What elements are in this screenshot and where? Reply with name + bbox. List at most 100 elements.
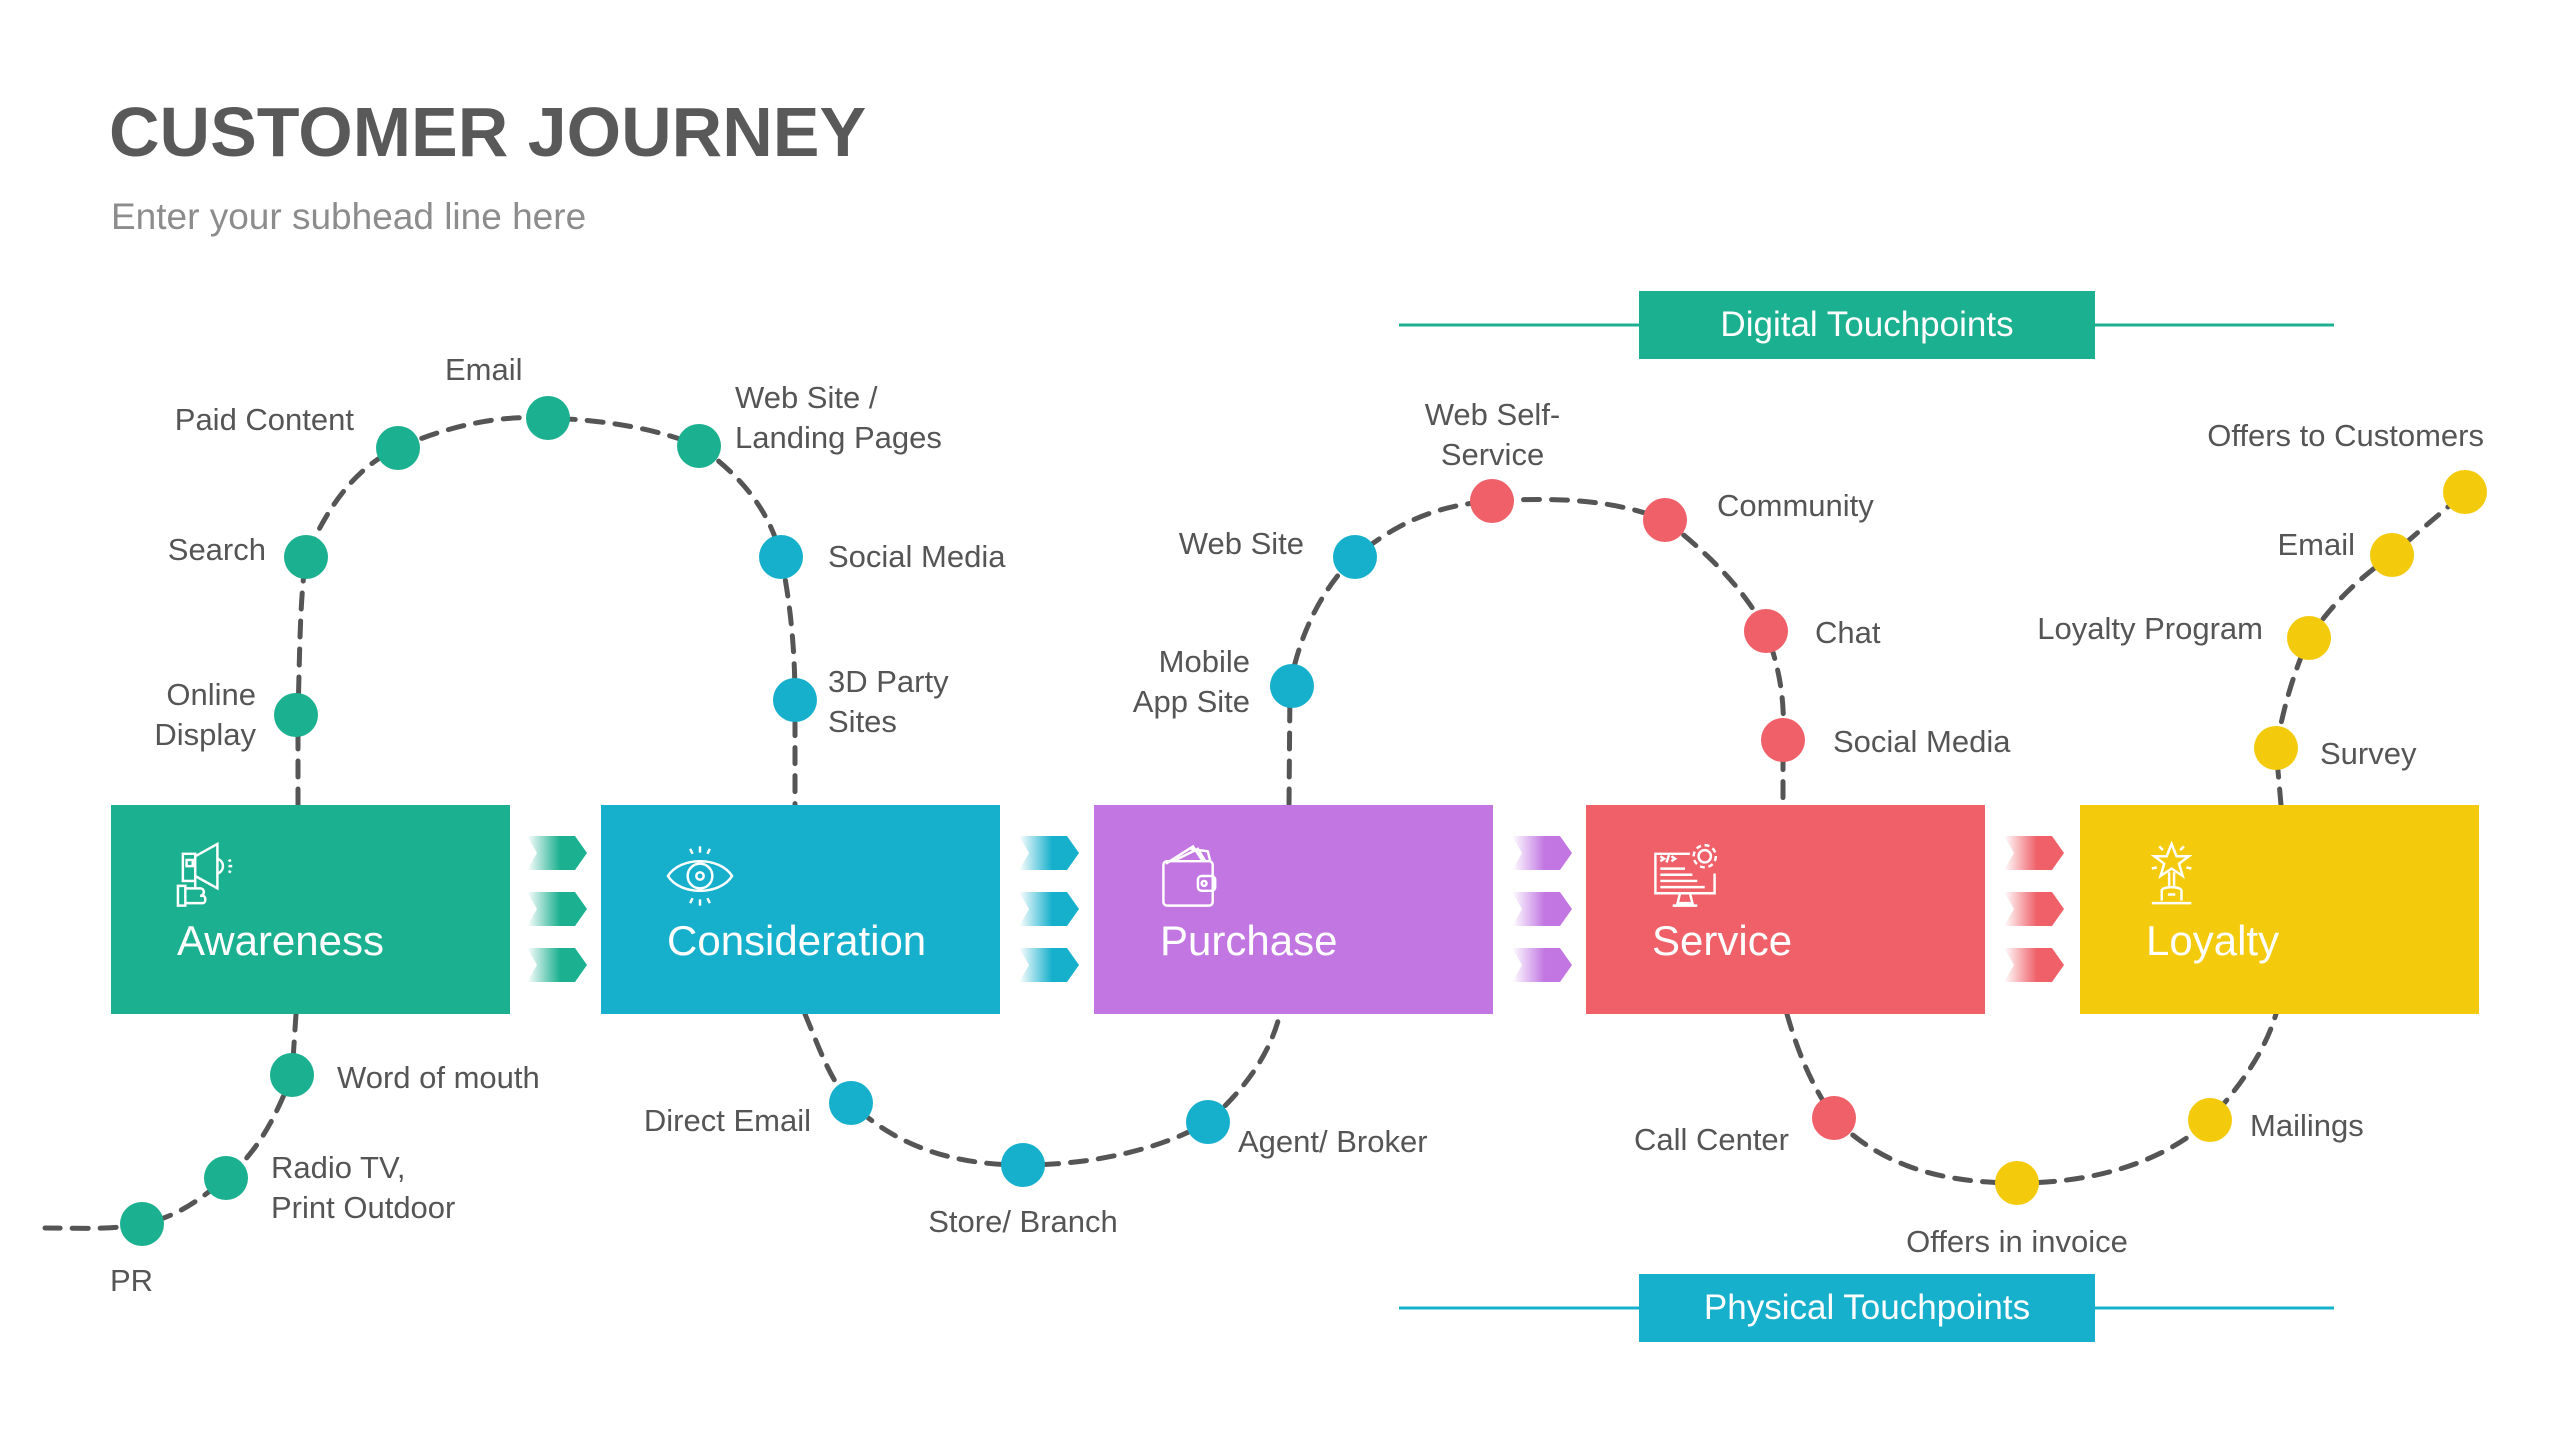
label-line: 3D Party — [828, 664, 949, 699]
chevron-arrow-icon-service-1 — [2004, 836, 2064, 870]
touchpoint-dot-email-awareness — [526, 396, 570, 440]
label-offers-to-customers: Offers to Customers — [2207, 418, 2484, 453]
touchpoint-dot-radio-tv-print — [204, 1156, 248, 1200]
monitor-gear-icon — [1654, 843, 1718, 907]
label-chat: Chat — [1815, 615, 1881, 650]
touchpoint-dot-offers-to-customers — [2443, 470, 2487, 514]
label-line: Web Site / — [735, 380, 878, 415]
label-line: Sites — [828, 704, 897, 739]
path-awareness-bottom — [42, 1011, 299, 1231]
label-line: Print Outdoor — [271, 1190, 456, 1225]
label-community: Community — [1717, 488, 1874, 523]
chevron-arrow-icon-purchase-1 — [1512, 836, 1572, 870]
stage-label: Awareness — [177, 917, 385, 964]
trophy-star-icon — [2150, 840, 2193, 905]
stage-label: Loyalty — [2146, 917, 2280, 964]
eye-icon — [666, 846, 734, 906]
touchpoint-dot-loyalty-program — [2287, 616, 2331, 660]
stage-loyalty: Loyalty — [2080, 805, 2479, 1014]
touchpoint-dot-email-loyalty — [2370, 533, 2414, 577]
touchpoint-dot-agent-broker — [1186, 1100, 1230, 1144]
label-social-media-service: Social Media — [1833, 724, 2011, 759]
label-agent-broker: Agent/ Broker — [1238, 1124, 1428, 1159]
chevron-arrow-icon-consideration-1 — [1019, 836, 1079, 870]
stage-label: Service — [1652, 917, 1793, 964]
wallet-icon — [1162, 844, 1217, 907]
label-paid-content: Paid Content — [174, 402, 354, 437]
touchpoint-dot-store-branch — [1001, 1143, 1045, 1187]
touchpoint-dot-pr — [120, 1202, 164, 1246]
digital-touchpoints-header: Digital Touchpoints — [1639, 291, 2095, 359]
label-line: App Site — [1132, 684, 1250, 719]
label-web-site-purchase: Web Site — [1178, 526, 1304, 561]
touchpoint-dot-call-center — [1812, 1096, 1856, 1140]
path-awareness-consideration-top — [295, 415, 798, 808]
chevron-arrow-icon-consideration-3 — [1019, 948, 1079, 982]
label-line: Web Self- — [1424, 397, 1561, 432]
touchpoint-dot-social-media-service — [1761, 718, 1805, 762]
touchpoint-dot-online-display — [274, 693, 318, 737]
chevron-arrow-icon-service-3 — [2004, 948, 2064, 982]
label-pr: PR — [110, 1263, 154, 1298]
touchpoint-dot-web-self-service — [1470, 479, 1514, 523]
label-website-landing: Web Site / Landing Pages — [735, 378, 942, 458]
chevron-arrow-icon-awareness-1 — [527, 836, 587, 870]
label-email-loyalty: Email — [2277, 527, 2355, 562]
label-store-branch: Store/ Branch — [928, 1204, 1118, 1239]
label-call-center: Call Center — [1633, 1122, 1789, 1157]
touchpoint-dot-chat — [1744, 609, 1788, 653]
touchpoint-dot-survey — [2254, 726, 2298, 770]
label-mailings: Mailings — [2250, 1108, 2364, 1143]
label-search: Search — [167, 532, 266, 567]
page-subtitle: Enter your subhead line here — [111, 196, 587, 237]
touchpoint-dot-web-site-purchase — [1333, 535, 1377, 579]
touchpoint-dot-community — [1643, 498, 1687, 542]
label-line: Display — [154, 717, 256, 752]
stage-service: Service — [1586, 805, 1985, 1014]
touchpoint-dot-3d-party-sites — [773, 678, 817, 722]
chevron-arrow-icon-purchase-2 — [1512, 892, 1572, 926]
label-offers-in-invoice: Offers in invoice — [1906, 1224, 2128, 1259]
label-web-self-service: Web Self- Service — [1400, 395, 1585, 475]
label-radio-tv-print: Radio TV, Print Outdoor — [271, 1148, 455, 1228]
label-line: Landing Pages — [735, 420, 942, 455]
chevron-arrow-icon-awareness-2 — [527, 892, 587, 926]
touchpoint-dot-social-media-consideration — [759, 535, 803, 579]
label-loyalty-program: Loyalty Program — [2037, 611, 2263, 646]
label-line: Radio TV, — [271, 1150, 406, 1185]
touchpoint-dot-paid-content — [376, 426, 420, 470]
page-title: CUSTOMER JOURNEY — [109, 93, 867, 171]
label-email-awareness: Email — [445, 352, 523, 387]
stage-awareness: Awareness — [111, 805, 510, 1014]
label-line: Mobile — [1158, 644, 1250, 679]
touchpoint-dot-mobile-app-site — [1270, 664, 1314, 708]
megaphone-icon — [176, 841, 233, 907]
chevron-arrow-icon-service-2 — [2004, 892, 2064, 926]
touchpoint-dot-offers-in-invoice — [1995, 1161, 2039, 1205]
chevron-arrow-icon-consideration-2 — [1019, 892, 1079, 926]
stage-label: Purchase — [1160, 917, 1338, 964]
stage-label: Consideration — [667, 917, 927, 964]
label-line: Online — [166, 677, 256, 712]
physical-touchpoints-header: Physical Touchpoints — [1639, 1274, 2095, 1342]
label-word-of-mouth: Word of mouth — [337, 1060, 540, 1095]
label-direct-email: Direct Email — [643, 1103, 811, 1138]
label-social-media-consideration: Social Media — [828, 539, 1006, 574]
touchpoint-dot-direct-email — [829, 1081, 873, 1125]
touchpoint-dot-website-landing — [677, 424, 721, 468]
path-loyalty-top — [2273, 489, 2468, 808]
touchpoint-dot-word-of-mouth — [270, 1053, 314, 1097]
stage-purchase: Purchase — [1094, 805, 1493, 1014]
chevron-arrow-icon-purchase-3 — [1512, 948, 1572, 982]
touchpoint-dot-search — [284, 535, 328, 579]
label-line: Service — [1440, 437, 1545, 472]
label-survey: Survey — [2320, 736, 2417, 771]
stage-consideration: Consideration — [601, 805, 1000, 1014]
path-service-loyalty-bottom — [1784, 1011, 2279, 1186]
chevron-arrow-icon-awareness-3 — [527, 948, 587, 982]
touchpoint-dot-mailings — [2188, 1098, 2232, 1142]
